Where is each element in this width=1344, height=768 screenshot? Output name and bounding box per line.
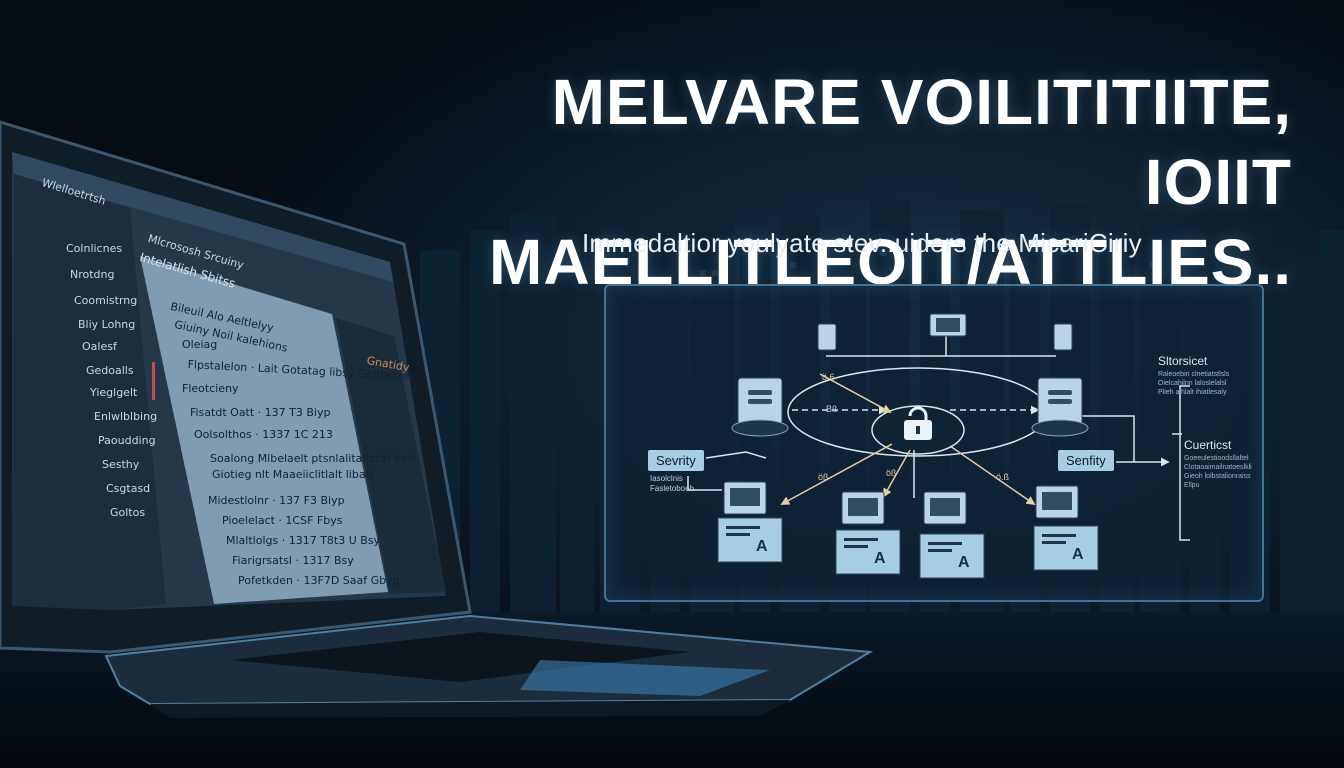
subheadline: Immedaltior youlyate stev..uiders the Mi… (582, 228, 1142, 258)
arrow-label: öß (886, 468, 897, 478)
content-line[interactable]: Midestlolnr · 137 F3 Biyp (208, 494, 345, 507)
sidebar-item[interactable]: Colnlicnes (66, 242, 123, 255)
laptop: Wlelloetrtsh Mlcrososh Srcuiny Intelatli… (0, 120, 874, 706)
security-tag-left: Sevrity (648, 450, 704, 471)
content-line: Soalong Mlbelaelt ptsnlalitaltstaf Iiale (210, 452, 417, 465)
note-line: Goeeulestioodsllaltel (1184, 455, 1249, 462)
node-label: A (958, 554, 970, 571)
sidebar-item[interactable]: Coomistrng (74, 294, 138, 307)
content-line[interactable]: Pofetkden · 13F7D Saaf Gbyg (238, 574, 400, 587)
note-line: Raleoebin clnetiatstlsls (1158, 371, 1230, 378)
headline-line-1: MELVARE VOILITITIITE, (551, 66, 1292, 138)
note-line: Plieh alhlalt ihiatlesaly (1158, 389, 1227, 396)
note-top-lines: Raleoebin clnetiatstlsls Oielcahilnn lal… (1158, 370, 1229, 397)
tag-sub-line: Fasletoboeb (650, 484, 695, 493)
sidebar-item[interactable]: Oalesf (82, 340, 117, 353)
content-line[interactable]: Fisatdt Oatt · 137 T3 Biyp (190, 406, 331, 419)
content-line: Oleiag (182, 338, 218, 351)
content-line[interactable]: Mlaltlolgs · 1317 T8t3 U Bsy (226, 534, 381, 547)
arrow-label: ö.ß (996, 472, 1010, 482)
note-line: Oielcahilnn laloslelalsl (1158, 380, 1227, 387)
sidebar-item[interactable]: Enlwlblbing (94, 410, 158, 423)
content-line: Giotieg nlt Maaeiiclitlalt libatl (212, 468, 373, 481)
tag-sub-line: Iasolclnis (650, 474, 683, 483)
diagram-graphics (687, 313, 1190, 579)
note-line: Gieoh lolbstalionraiss (1184, 473, 1251, 480)
sidebar-item[interactable]: Gedoalls (86, 364, 134, 377)
node-label: A (756, 538, 768, 555)
sidebar-item[interactable]: Sesthy (102, 458, 140, 471)
laptop-body (0, 120, 874, 706)
sidebar-item[interactable]: Paoudding (98, 434, 156, 447)
content-line[interactable]: Fleotcieny (182, 382, 239, 395)
node-label: A (874, 550, 886, 567)
node-label: A (1072, 546, 1084, 563)
content-line[interactable]: Oolsolthos · 1337 1C 213 (194, 428, 333, 441)
note-bottom-title: Cuerticst (1184, 438, 1232, 452)
arrow-label: Bß (826, 404, 838, 414)
arrow-label: öß (818, 472, 829, 482)
sidebar-item[interactable]: Bliy Lohng (78, 318, 136, 331)
sidebar-item[interactable]: Nrotdng (70, 268, 115, 281)
note-bottom-lines: Goeeulestioodsllaltel Clotaoaimailnatoes… (1184, 454, 1252, 490)
note-line: Clotaoaimailnatoeslkli (1184, 464, 1252, 471)
content-line[interactable]: Fiarigrsatsl · 1317 Bsy (232, 554, 354, 567)
content-line[interactable]: Pioelelact · 1CSF Fbys (222, 514, 343, 527)
sidebar-item[interactable]: Csgtasd (106, 482, 151, 495)
note-top-title: Sltorsicet (1158, 354, 1208, 368)
arrow-label: ö.6 (822, 372, 835, 382)
note-line: Ellpu (1184, 482, 1200, 489)
lock-icon (904, 406, 932, 440)
security-tag-left-sub: Iasolclnis Fasletoboeb (650, 474, 694, 494)
security-tag-right: Senfity (1058, 450, 1114, 471)
network-diagram: A A A A ö.6 Bß öß öß ö.ß Sevrity Iasolcl… (604, 284, 1264, 602)
sidebar-item[interactable]: Yieglgelt (90, 386, 138, 399)
sidebar-item[interactable]: Goltos (110, 506, 146, 519)
